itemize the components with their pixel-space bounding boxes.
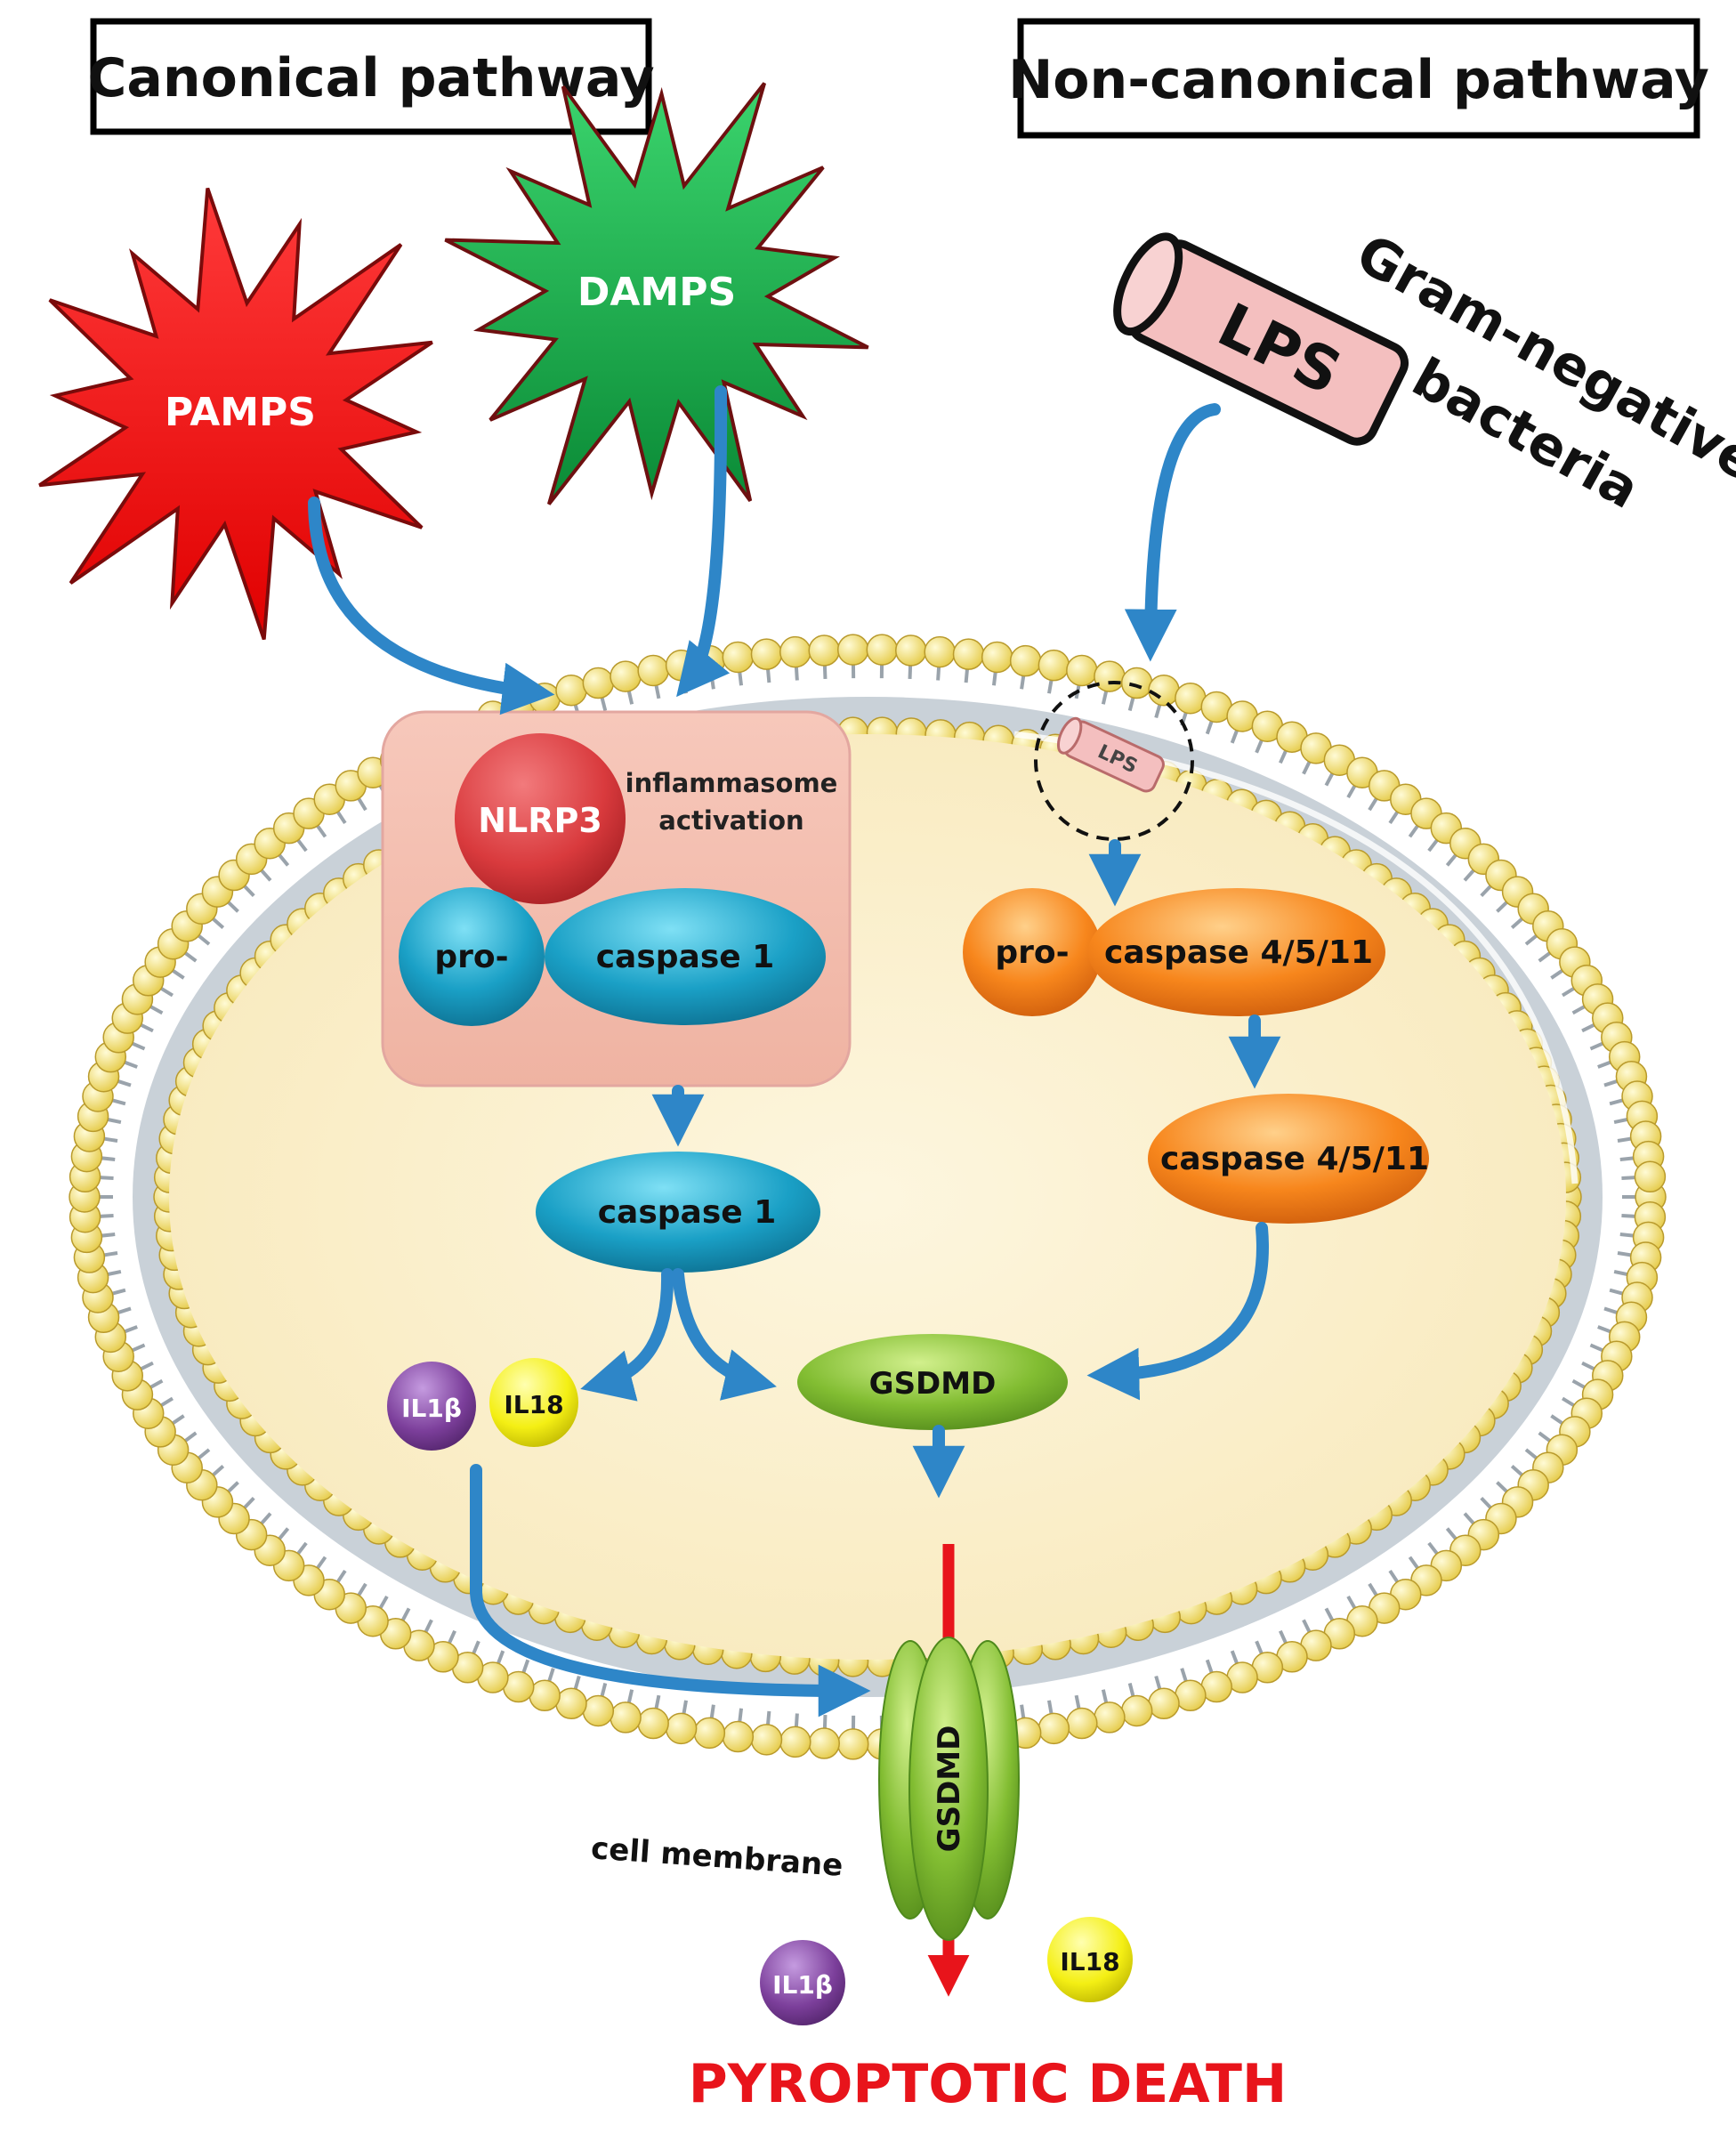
gsdmd-cytosol [797, 1334, 1068, 1430]
lipid-head [722, 1720, 755, 1753]
lipid-head [1148, 674, 1180, 707]
lipid-head [1094, 660, 1126, 692]
lipid-head [836, 634, 869, 666]
arrow-lps-to-vesicle [1124, 403, 1221, 662]
lipid-head [808, 1727, 840, 1759]
noncanonical-title-box: Non-canonical pathway [1008, 18, 1709, 139]
damps-label: DAMPS [577, 270, 736, 315]
arrow-caspase4511-to-gsdmd [1086, 1222, 1269, 1401]
lipid-head [779, 635, 811, 668]
lipid-head [722, 641, 755, 674]
pro-caspase4511-body [1088, 888, 1385, 1016]
lipid-head [555, 674, 587, 707]
il18-outside-label: IL18 [1060, 1947, 1119, 1976]
damps-star [444, 82, 869, 505]
lipid-head [610, 1701, 642, 1734]
lipid-head [1038, 1712, 1070, 1745]
arrow-damps-to-inflammasome [676, 385, 731, 698]
lipid-head [924, 635, 956, 668]
lipid-head [1094, 1701, 1126, 1734]
caspase4511-active-label: caspase 4/5/11 [1160, 1141, 1429, 1177]
canonical-title-box: Canonical pathway [87, 18, 655, 135]
il1b-inside-label: IL1β [401, 1394, 462, 1423]
lipid-head [582, 667, 615, 699]
arrow-caspase1-to-interleukins [580, 1268, 674, 1402]
il18-inside [489, 1358, 578, 1447]
pro-caspase4511-label: caspase 4/5/11 [1104, 934, 1373, 971]
pro-caspase1-pro-label: pro- [434, 939, 508, 975]
lipid-head [1148, 1687, 1180, 1720]
il1b-outside [760, 1940, 845, 2025]
lipid-head [1175, 1679, 1207, 1712]
arrow-interleukins-to-pore [470, 1464, 871, 1718]
lipid-head [750, 638, 783, 670]
lipid-head [895, 634, 927, 667]
lipid-head [1066, 1707, 1098, 1740]
pyroptotic-death-label: PYROPTOTIC DEATH [689, 2053, 1287, 2115]
lipid-head [555, 1687, 587, 1720]
cell-membrane-label: cell membrane [590, 1831, 844, 1884]
il1b-inside [387, 1362, 476, 1451]
lipid-head [981, 641, 1013, 674]
canonical-title: Canonical pathway [87, 47, 654, 109]
lipid-head [952, 638, 985, 670]
lipid-head [1066, 654, 1098, 687]
arrow-caspase1-to-gsdmd [672, 1268, 777, 1401]
lipid-head [665, 1712, 698, 1745]
lipid-head [1634, 1160, 1667, 1193]
nlrp3-sphere [455, 733, 626, 904]
arrow-pamps-to-inflammasome [308, 497, 555, 715]
lipid-head [582, 1694, 615, 1727]
cell-membrane-bilayer [69, 634, 1667, 1760]
pro-caspase1-label: caspase 1 [596, 939, 775, 975]
lipid-head [836, 1728, 869, 1760]
pro-caspase1-pro-domain [399, 887, 545, 1026]
pathway-arrows [308, 385, 1281, 1718]
pro-caspase1-body [545, 888, 826, 1025]
lipid-head [1038, 649, 1070, 682]
inflammasome-label-line2: activation [658, 805, 803, 836]
gsdmd-cytosol-label: GSDMD [869, 1366, 997, 1402]
lipid-head [808, 634, 840, 667]
pamps-star [38, 187, 433, 641]
lps-small-cylinder: LPS [1056, 716, 1165, 793]
lipid-head [693, 1717, 726, 1750]
lipid-head [1120, 1694, 1153, 1727]
nlrp3-label: NLRP3 [478, 801, 602, 840]
pro-caspase4511-pro-label: pro- [995, 934, 1069, 971]
pamps-label: PAMPS [165, 390, 316, 435]
lipid-head [1009, 644, 1042, 677]
gsdmd-pore: GSDMD [878, 1637, 1020, 1941]
caspase1-active-label: caspase 1 [598, 1194, 777, 1231]
pro-caspase4511-pro-domain [963, 888, 1102, 1016]
noncanonical-title: Non-canonical pathway [1008, 49, 1709, 111]
il1b-outside-label: IL1β [772, 1970, 833, 2000]
caspase1-active [536, 1152, 820, 1273]
lps-cylinder: LPS [1113, 232, 1409, 446]
il18-inside-label: IL18 [504, 1390, 563, 1419]
caspase4511-active [1148, 1094, 1429, 1224]
lipid-head [866, 634, 899, 666]
lps-vesicle [1034, 681, 1194, 841]
lipid-head [1120, 667, 1153, 699]
gsdmd-pore-label: GSDMD [932, 1726, 967, 1853]
lipid-head [637, 654, 669, 687]
lipid-head [779, 1726, 811, 1758]
lipid-head [750, 1724, 783, 1756]
lipid-head [610, 660, 642, 692]
inflammasome-label-line1: inflammasome [626, 768, 838, 798]
il18-outside [1047, 1917, 1133, 2002]
lipid-head [637, 1707, 669, 1740]
